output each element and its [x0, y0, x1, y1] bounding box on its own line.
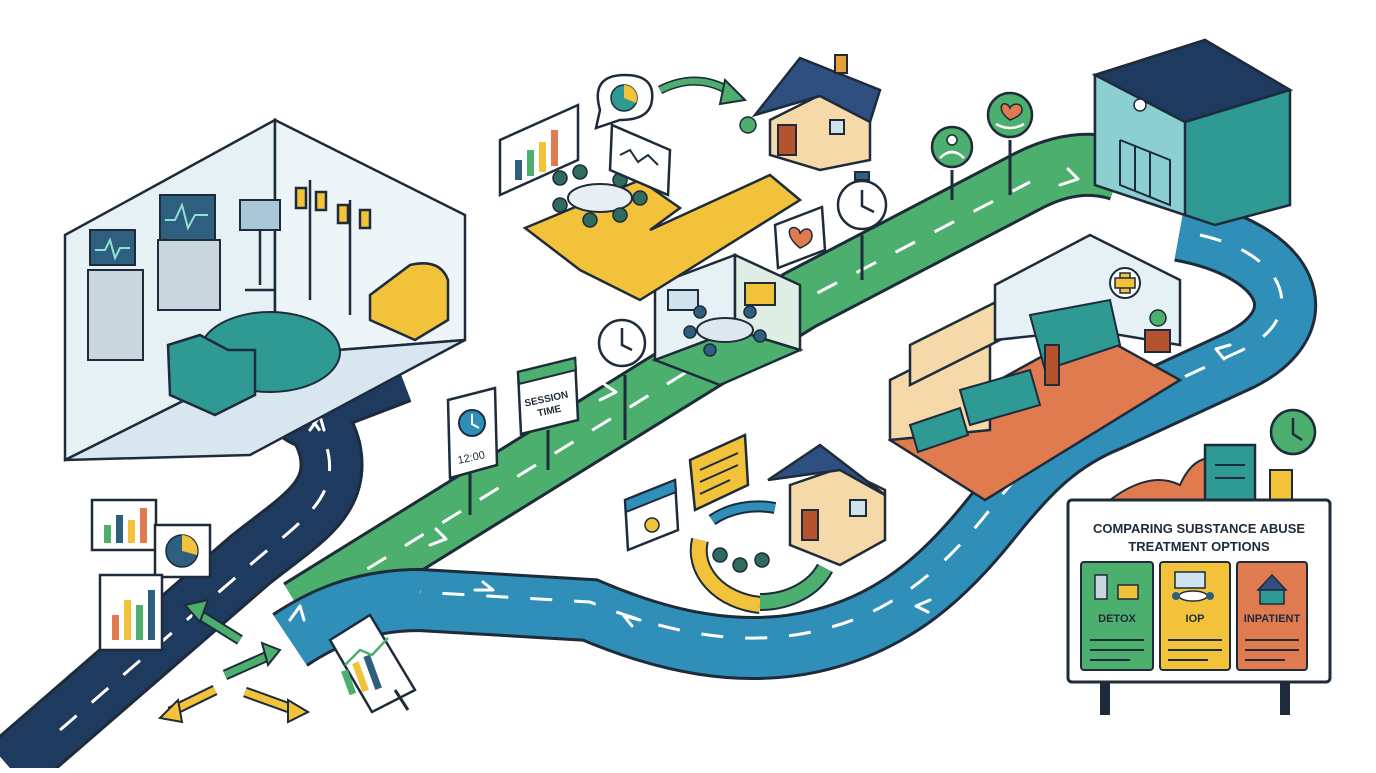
person-support-icon — [930, 125, 974, 200]
community-cycle — [689, 500, 833, 614]
stopwatch-icon — [836, 171, 888, 280]
billboard-title-line2: TREATMENT OPTIONS — [1128, 539, 1270, 554]
inpatient-facility — [887, 233, 1183, 502]
detox-room — [63, 117, 467, 463]
decision-arrows — [157, 598, 311, 724]
easel-chart — [328, 613, 417, 714]
heart-hand-icon — [986, 91, 1034, 195]
billboard-title-line1: COMPARING SUBSTANCE ABUSE — [1093, 521, 1305, 536]
top-group-area — [498, 73, 803, 302]
notes-board — [688, 433, 750, 512]
clock-sign: 12:00 — [446, 386, 499, 515]
option-label-detox: DETOX — [1098, 613, 1136, 625]
option-label-inpatient: INPATIENT — [1244, 613, 1301, 625]
hospital-building-icon — [1091, 38, 1294, 227]
clock-icon — [597, 318, 647, 440]
comparison-billboard: COMPARING SUBSTANCE ABUSE TREATMENT OPTI… — [1066, 408, 1332, 715]
pie-chart-icon — [594, 73, 654, 130]
option-panel-detox: DETOX — [1080, 561, 1154, 671]
sun-calendar-icon — [623, 478, 680, 552]
option-label-iop: IOP — [1186, 613, 1205, 625]
session-time-sign: SESSION TIME — [516, 356, 580, 470]
clock-icon — [1269, 408, 1317, 456]
iop-group-room — [651, 253, 804, 387]
option-panel-inpatient: INPATIENT — [1236, 561, 1308, 671]
house-icon — [739, 54, 887, 567]
heart-card-icon — [773, 205, 827, 270]
clock-sign-time: 12:00 — [457, 449, 486, 466]
bar-chart-icon — [498, 103, 580, 197]
medical-cross-icon — [1109, 267, 1141, 299]
session-sign-line2: TIME — [537, 404, 563, 420]
option-panel-iop: IOP — [1159, 561, 1231, 671]
left-chart-cards — [90, 498, 212, 652]
